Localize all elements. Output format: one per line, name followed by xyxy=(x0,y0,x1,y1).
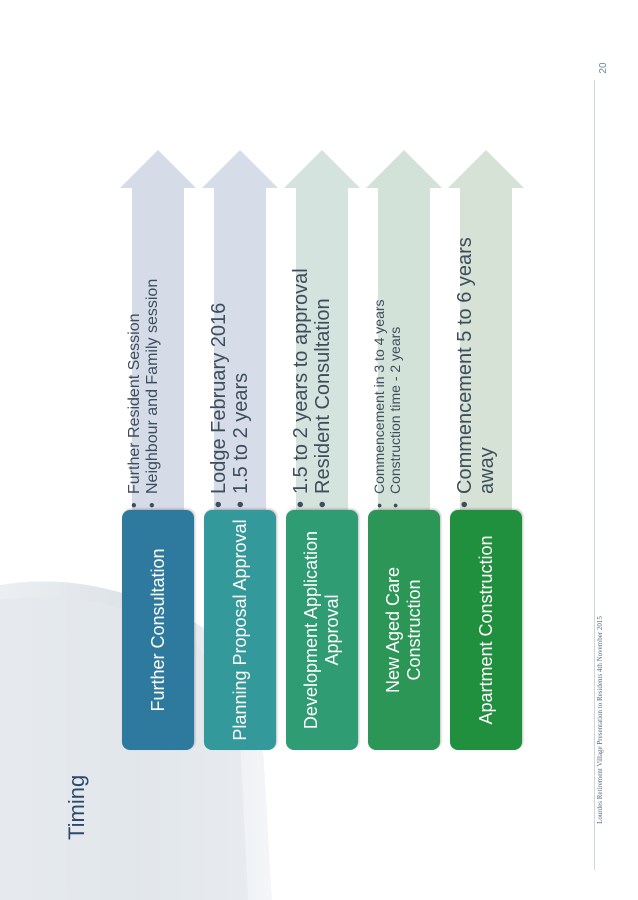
slide-title: Timing xyxy=(64,774,89,840)
arrow-shape xyxy=(120,150,196,510)
bullet-text: 1.5 to 2 years xyxy=(230,372,253,494)
timeline-arrow xyxy=(448,150,524,510)
bullet-text: Resident Consultation xyxy=(312,298,335,494)
bullet-item: • Construction time - 2 years xyxy=(386,188,404,508)
bullet-dot-icon: • xyxy=(454,500,476,508)
stage-bullets: •Lodge February 2016•1.5 to 2 years xyxy=(202,188,278,508)
timeline-row: Apartment Construction • Commencement 5 to… xyxy=(448,0,524,900)
bullet-dot-icon: • xyxy=(290,500,312,508)
bullet-dot-icon: • xyxy=(143,502,161,508)
bullet-text: Lodge February 2016 xyxy=(208,302,230,494)
stage-bullets: • Commencement in 3 to 4 years • Constructi… xyxy=(366,188,442,508)
timeline-row: Development Application Approval•1.5 to … xyxy=(284,0,360,900)
bullet-dot-icon: • xyxy=(386,503,403,508)
stage-box: Further Consultation xyxy=(122,510,194,750)
arrow-shape xyxy=(366,150,442,510)
timeline-arrow xyxy=(366,150,442,510)
bullet-item: • Commencement in 3 to 4 years xyxy=(371,188,388,508)
bullet-dot-icon: • xyxy=(371,503,387,508)
arrow-shape xyxy=(202,150,278,510)
timeline-arrow xyxy=(284,150,360,510)
stage-box: Apartment Construction xyxy=(450,510,522,750)
bullet-item: • Resident Consultation xyxy=(312,188,334,508)
stage-bullets: • Further Resident Session • Neighbour and … xyxy=(120,188,196,508)
page-divider xyxy=(594,80,595,870)
timeline-row: Planning Proposal Approval•Lodge Februar… xyxy=(202,0,278,900)
arrow-shape xyxy=(448,150,524,510)
bullet-text: Neighbour and Family session xyxy=(143,278,161,494)
bullet-item: • Neighbour and Family session xyxy=(144,188,162,508)
stage-box: New Aged Care Construction xyxy=(368,510,440,750)
bullet-item: • 1.5 to 2 years xyxy=(230,188,252,508)
bullet-item: • Lodge February 2016 xyxy=(208,188,230,508)
bullet-dot-icon: • xyxy=(312,500,335,508)
bullet-text: Commencement 5 to 6 years away xyxy=(454,237,499,494)
bullet-item: • Commencement 5 to 6 years away xyxy=(454,188,499,508)
bullet-dot-icon: • xyxy=(126,502,143,508)
stage-box: Planning Proposal Approval xyxy=(204,510,276,750)
stage-bullets: • Commencement 5 to 6 years away xyxy=(448,188,524,508)
bullet-text: Further Resident Session xyxy=(126,313,143,494)
stage-bullets: •1.5 to 2 years to approval•Resident Con… xyxy=(284,188,360,508)
timeline-row: New Aged Care Construction • Commencement … xyxy=(366,0,442,900)
bullet-text: 1.5 to 2 years to approval xyxy=(290,268,312,494)
bullet-item: • Further Resident Session xyxy=(126,188,144,508)
bullet-dot-icon: • xyxy=(230,500,253,508)
bullet-text: Construction time - 2 years xyxy=(386,326,403,494)
timeline-arrow xyxy=(202,150,278,510)
timeline-row: Further Consultation • Further Resident Se… xyxy=(120,0,196,900)
bullet-dot-icon: • xyxy=(208,500,230,508)
bullet-text: Commencement in 3 to 4 years xyxy=(371,299,387,494)
arrow-shape xyxy=(284,150,360,510)
stage-box: Development Application Approval xyxy=(286,510,358,750)
bullet-item: • 1.5 to 2 years to approval xyxy=(290,188,312,508)
timeline-arrow xyxy=(120,150,196,510)
